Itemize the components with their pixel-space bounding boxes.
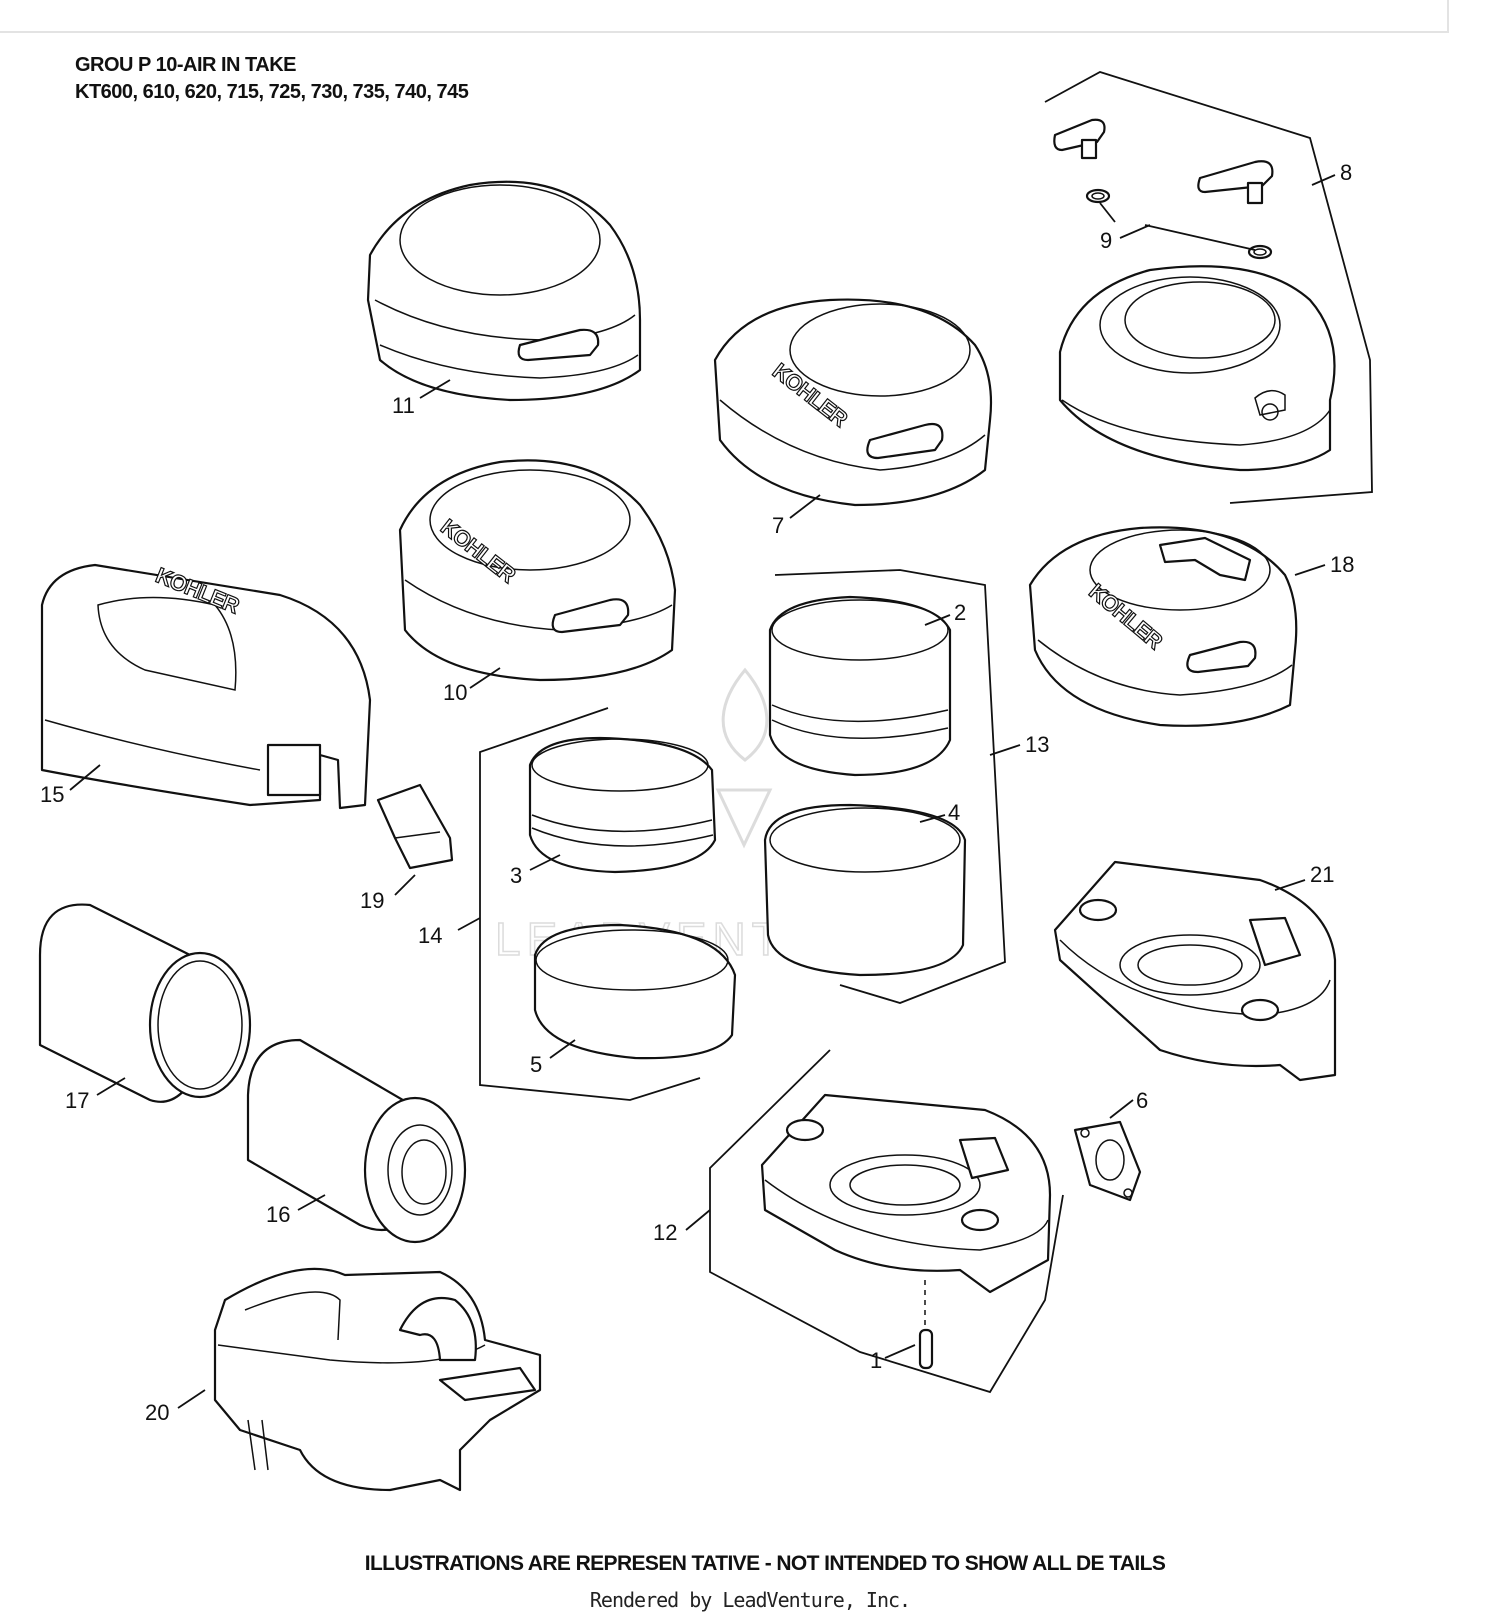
part-21-base [1053, 860, 1337, 1082]
part-10-cover: KOHLER [398, 459, 677, 682]
part-8-cover [1058, 265, 1336, 472]
diagram-title: GROU P 10-AIR IN TAKE KT600, 610, 620, 7… [75, 52, 469, 106]
label-part-16: 16 [266, 1202, 290, 1227]
label-part-11: 11 [392, 393, 415, 418]
group-outline-14 [479, 707, 701, 1101]
label-part-21: 21 [1310, 862, 1334, 887]
group-outline-13 [774, 569, 1006, 1004]
part-16-cartridge [246, 1038, 467, 1244]
part-7-cover: KOHLER [713, 298, 993, 507]
label-part-3: 3 [510, 863, 522, 888]
label-part-17: 17 [65, 1088, 89, 1113]
label-part-18: 18 [1330, 552, 1354, 577]
label-part-5: 5 [530, 1052, 542, 1077]
top-frame-line [0, 0, 1449, 33]
label-part-6: 6 [1136, 1088, 1148, 1113]
label-part-20: 20 [145, 1400, 169, 1425]
part-11-cover [366, 180, 642, 402]
label-part-12: 12 [653, 1220, 677, 1245]
disclaimer-text: ILLUSTRATIONS ARE REPRESEN TATIVE - NOT … [364, 1552, 1166, 1575]
model-list: KT600, 610, 620, 715, 725, 730, 735, 740… [75, 81, 469, 103]
label-part-19: 19 [360, 888, 384, 913]
part-18-cover: KOHLER [1028, 526, 1298, 727]
label-part-13: 13 [1025, 732, 1049, 757]
label-part-1: 1 [870, 1348, 882, 1373]
label-part-2: 2 [954, 600, 966, 625]
part-17-sleeve [38, 903, 252, 1103]
part-19-clip [376, 783, 454, 870]
part-4-precleaner [763, 803, 967, 977]
group-outline-8 [1044, 71, 1373, 504]
part-20-base [213, 1267, 542, 1492]
label-part-9: 9 [1100, 228, 1112, 253]
label-part-4: 4 [948, 800, 960, 825]
label-part-14: 14 [418, 923, 442, 948]
part-number-labels: 11 7 8 9 10 18 2 13 3 4 14 5 15 19 17 16… [40, 160, 1354, 1425]
part-3-filter [528, 736, 717, 874]
part-8-knobs [1053, 118, 1274, 205]
label-part-8: 8 [1340, 160, 1352, 185]
part-1-pin [918, 1328, 934, 1370]
part-6-gasket [1073, 1120, 1142, 1202]
exploded-parts-diagram: LEADVENTURE KO [38, 71, 1373, 1492]
label-part-7: 7 [772, 513, 784, 538]
part-2-filter [768, 595, 952, 777]
rendered-by-credit: Rendered by LeadVenture, Inc. [589, 1588, 911, 1612]
leader-lines [69, 174, 1336, 1409]
part-9-seals [1085, 188, 1273, 260]
group-title: GROU P 10-AIR IN TAKE [75, 54, 297, 76]
part-12-base [760, 1093, 1052, 1325]
group-outline-12 [709, 1049, 1064, 1394]
part-5-precleaner [533, 923, 737, 1060]
label-part-10: 10 [443, 680, 467, 705]
label-part-15: 15 [40, 782, 64, 807]
